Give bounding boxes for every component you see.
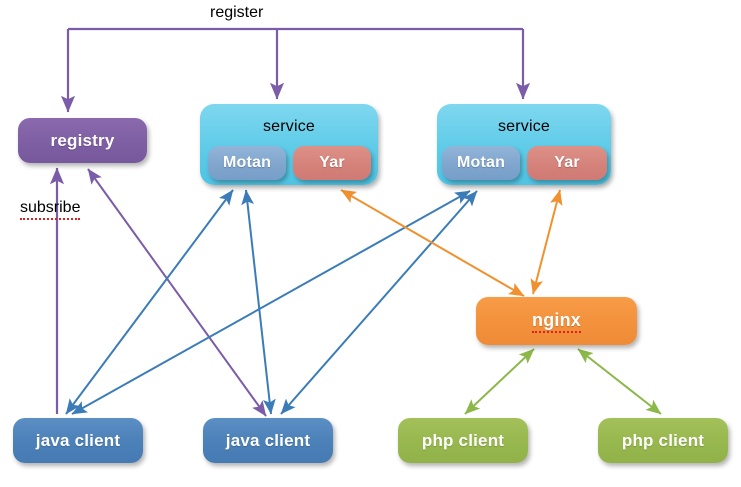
- edge-javaclient2-to-service1-motan: [241, 189, 276, 415]
- node-php-client-1-label: php client: [421, 430, 505, 450]
- node-service-1-yar[interactable]: Yar: [293, 146, 371, 180]
- edge-javaclient1-to-service1-motan: [65, 189, 234, 415]
- node-service-1-motan[interactable]: Motan: [208, 146, 286, 180]
- node-service-1-motan-label: Motan: [222, 154, 272, 171]
- node-php-client-1[interactable]: php client: [398, 418, 528, 463]
- node-registry-label: registry: [50, 130, 115, 150]
- node-nginx[interactable]: nginx: [476, 297, 637, 345]
- node-registry[interactable]: registry: [18, 118, 147, 163]
- edge-service2-yar-to-nginx: [530, 189, 563, 295]
- node-service-2-motan[interactable]: Motan: [442, 146, 520, 180]
- node-java-client-1-label: java client: [35, 430, 121, 450]
- edge-nginx-to-phpclient2: [577, 348, 662, 415]
- node-nginx-label: nginx: [532, 310, 581, 333]
- node-service-2[interactable]: service Motan Yar: [437, 104, 611, 185]
- edge-javaclient1-to-service2-motan: [71, 190, 471, 415]
- node-php-client-2-label: php client: [621, 430, 705, 450]
- edge-service1-yar-to-nginx: [340, 189, 525, 297]
- edge-subsribe-javaclient2-to-registry: [87, 168, 267, 417]
- node-java-client-2-label: java client: [225, 430, 311, 450]
- node-service-1-yar-label: Yar: [319, 154, 345, 171]
- node-service-1-label: service: [262, 118, 316, 135]
- edge-label-subsribe: subsribe: [20, 199, 81, 220]
- node-service-2-yar[interactable]: Yar: [527, 146, 607, 180]
- node-php-client-2[interactable]: php client: [598, 418, 728, 463]
- edge-nginx-to-phpclient1: [464, 348, 535, 415]
- node-java-client-2[interactable]: java client: [203, 418, 333, 463]
- node-service-2-yar-label: Yar: [554, 154, 580, 171]
- edge-javaclient2-to-service2-motan: [280, 190, 478, 415]
- node-service-1[interactable]: service Motan Yar: [200, 104, 378, 185]
- node-service-2-label: service: [497, 118, 551, 135]
- node-service-2-motan-label: Motan: [456, 154, 506, 171]
- edge-label-register: register: [210, 4, 264, 21]
- node-java-client-1[interactable]: java client: [13, 418, 143, 463]
